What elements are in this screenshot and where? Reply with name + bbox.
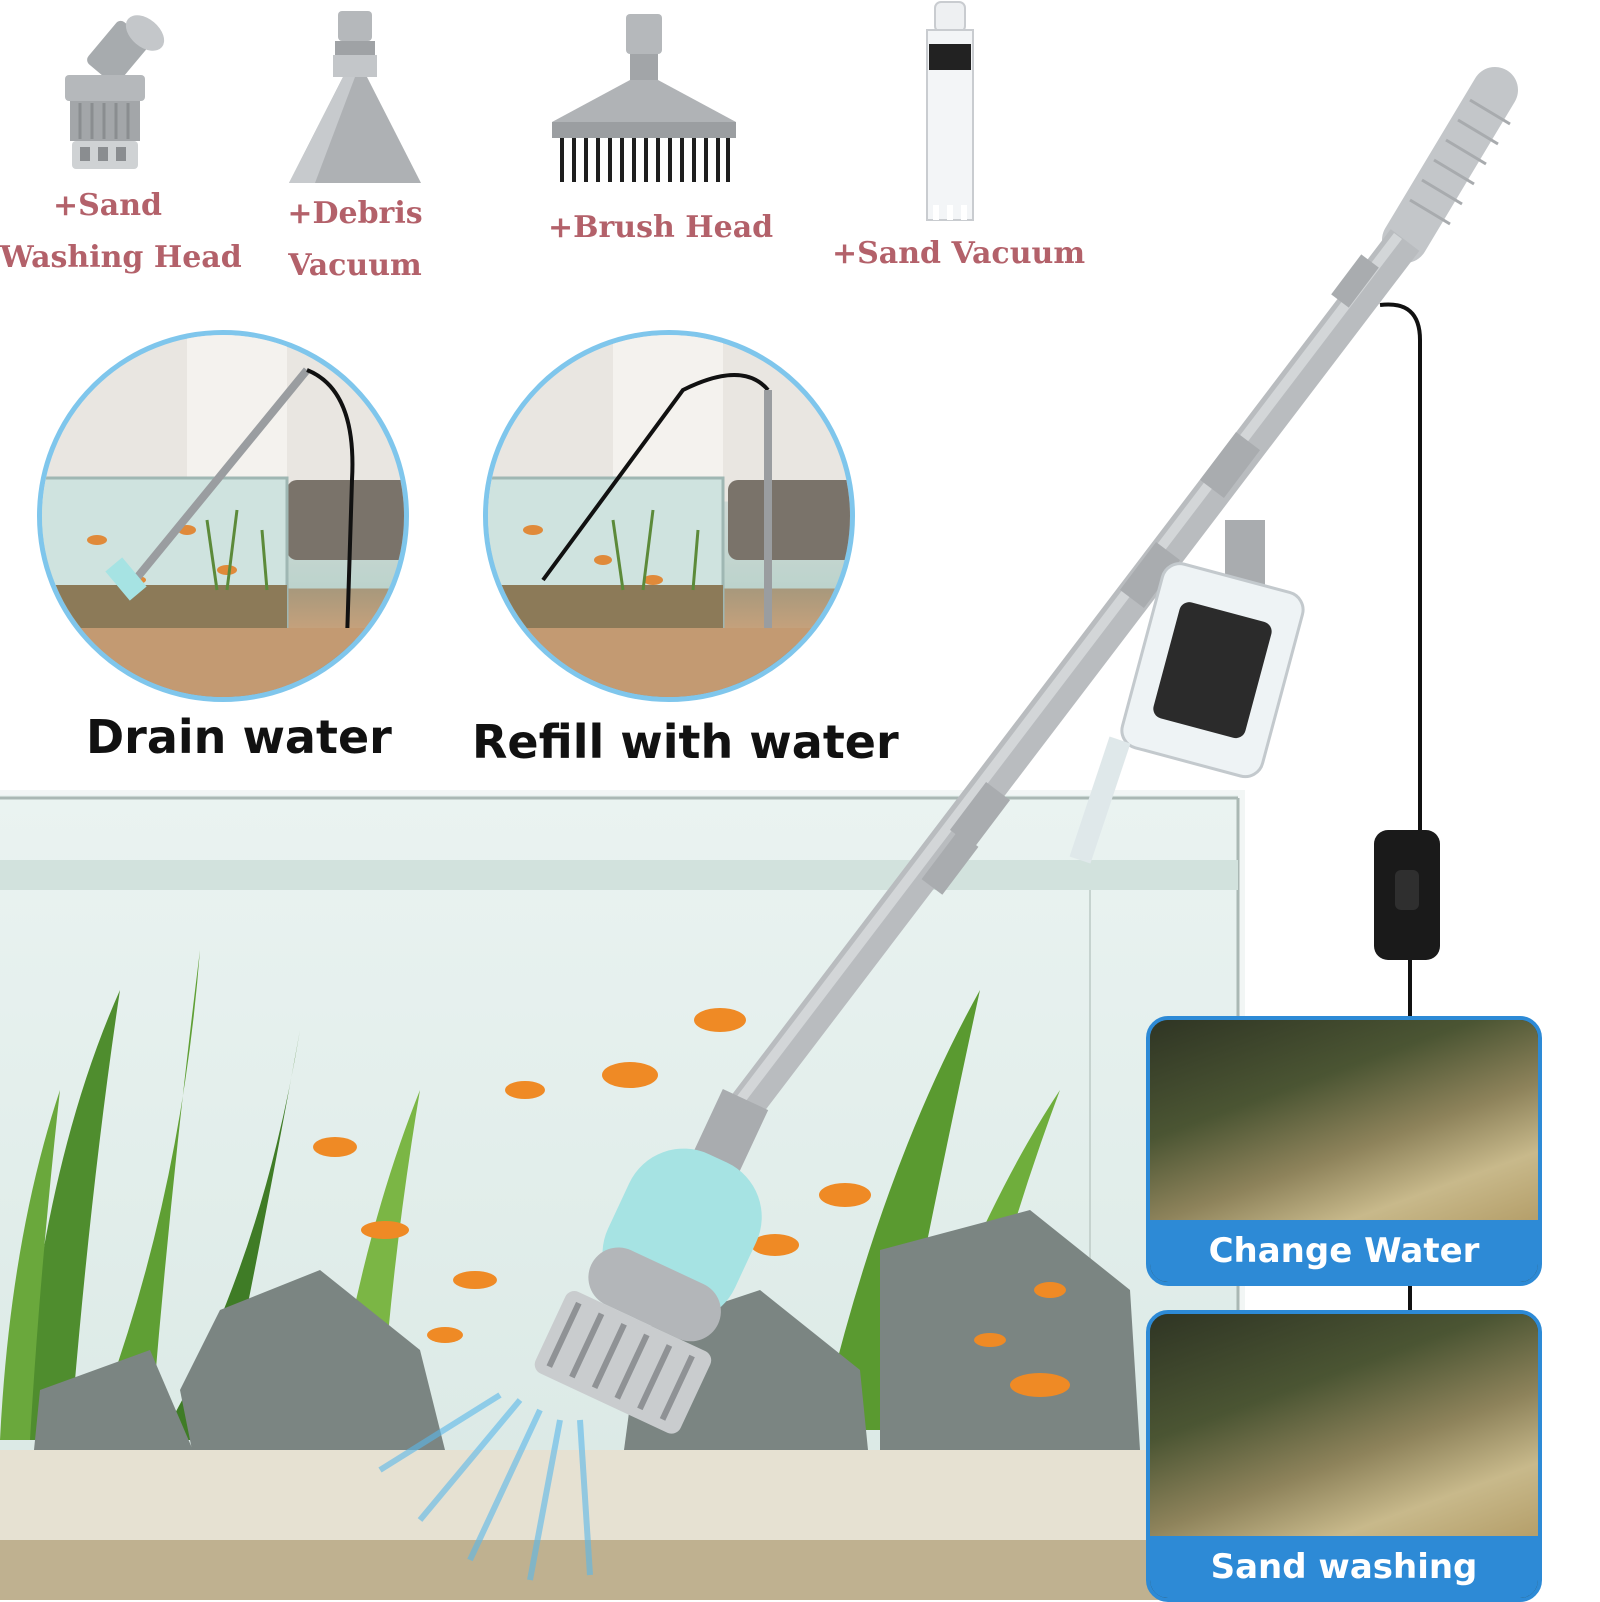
- change-water-caption: Change Water: [1150, 1220, 1538, 1282]
- brush-head-icon: [552, 14, 736, 182]
- change-water-panel: Change Water: [1146, 1016, 1542, 1286]
- aquarium-scene: [0, 790, 1245, 1600]
- sand-washing-panel: Sand washing: [1146, 1310, 1542, 1602]
- debris-vacuum-icon: [289, 11, 421, 183]
- sand-washing-caption: Sand washing: [1150, 1536, 1538, 1598]
- accessory-label-sand-vacuum: +Sand Vacuum: [832, 236, 1086, 271]
- sand-washing-head-icon: [65, 15, 165, 169]
- accessory-label-brush-head: +Brush Head: [548, 210, 774, 245]
- change-water-photo: [1150, 1020, 1538, 1220]
- drain-water-caption: Drain water: [86, 710, 392, 764]
- refill-water-caption: Refill with water: [472, 715, 899, 769]
- refill-water-illustration: [483, 330, 855, 702]
- drain-water-illustration: [37, 330, 409, 702]
- sand-washing-photo: [1150, 1314, 1538, 1536]
- sand-vacuum-tube-icon: [926, 1, 974, 221]
